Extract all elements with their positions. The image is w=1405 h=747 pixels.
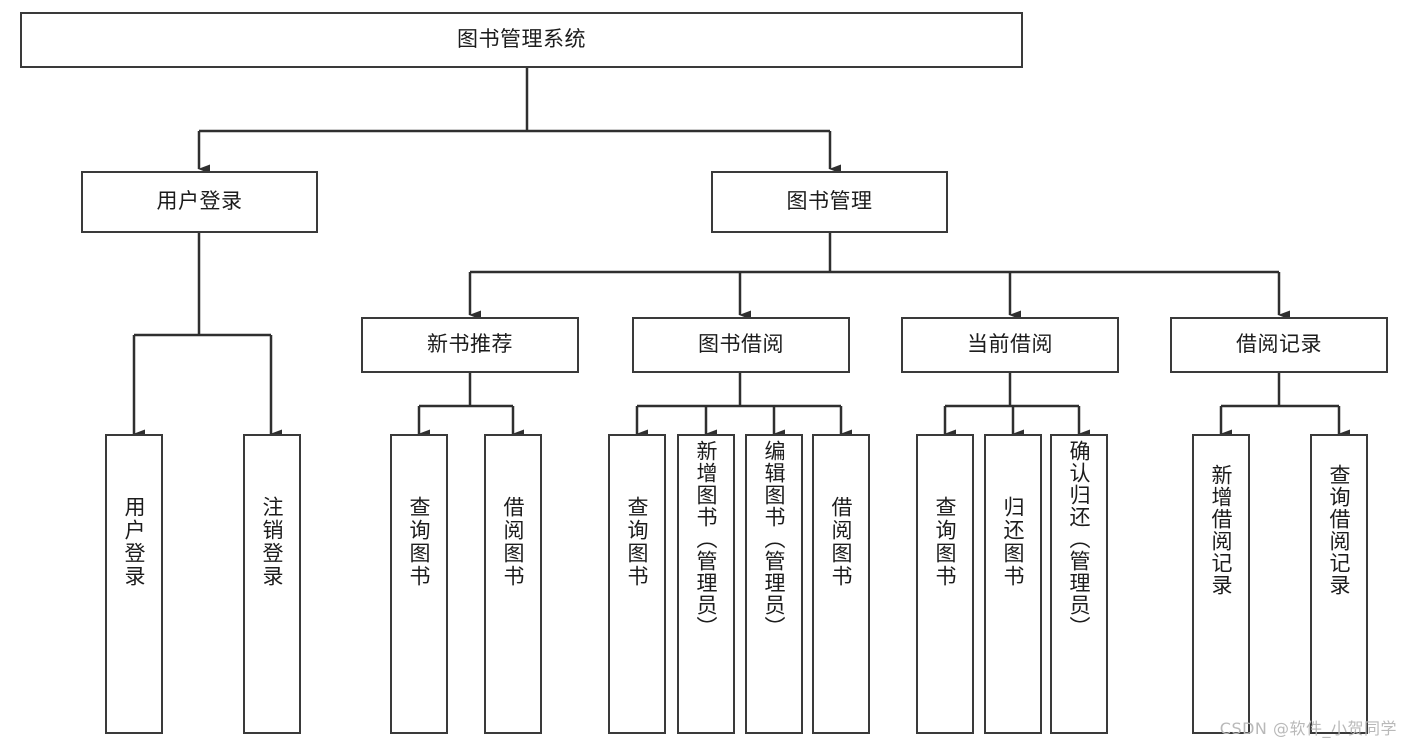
leaf-add-record[interactable]: 新增借阅记录: [1192, 434, 1250, 734]
leaf-confirm-return[interactable]: 确认归还（管理员）: [1050, 434, 1108, 734]
node-borrow-record-label: 借阅记录: [1236, 332, 1322, 357]
leaf-add-book-label: 新增图书（管理员）: [694, 440, 719, 638]
leaf-add-book[interactable]: 新增图书（管理员）: [677, 434, 735, 734]
leaf-add-record-label: 新增借阅记录: [1209, 464, 1234, 596]
node-book-borrow-label: 图书借阅: [698, 332, 784, 357]
leaf-query-record[interactable]: 查询借阅记录: [1310, 434, 1368, 734]
leaf-edit-book-label: 编辑图书（管理员）: [762, 440, 787, 638]
leaf-query-book-2-label: 查询图书: [625, 496, 650, 588]
leaf-borrow-book-1[interactable]: 借阅图书: [484, 434, 542, 734]
node-current-borrow[interactable]: 当前借阅: [901, 317, 1119, 373]
node-borrow-record[interactable]: 借阅记录: [1170, 317, 1388, 373]
node-root[interactable]: 图书管理系统: [20, 12, 1023, 68]
leaf-return-book-label: 归还图书: [1001, 496, 1026, 588]
node-book-borrow[interactable]: 图书借阅: [632, 317, 850, 373]
leaf-query-record-label: 查询借阅记录: [1327, 464, 1352, 596]
leaf-user-logout-label: 注销登录: [260, 496, 285, 588]
leaf-borrow-book-2[interactable]: 借阅图书: [812, 434, 870, 734]
node-new-book-recommend[interactable]: 新书推荐: [361, 317, 579, 373]
leaf-query-book-1[interactable]: 查询图书: [390, 434, 448, 734]
leaf-edit-book[interactable]: 编辑图书（管理员）: [745, 434, 803, 734]
node-root-label: 图书管理系统: [457, 27, 586, 52]
leaf-borrow-book-2-label: 借阅图书: [829, 496, 854, 588]
node-new-book-recommend-label: 新书推荐: [427, 332, 513, 357]
leaf-query-book-3-label: 查询图书: [933, 496, 958, 588]
leaf-user-login-label: 用户登录: [122, 496, 147, 588]
leaf-query-book-3[interactable]: 查询图书: [916, 434, 974, 734]
leaf-query-book-2[interactable]: 查询图书: [608, 434, 666, 734]
node-current-borrow-label: 当前借阅: [967, 332, 1053, 357]
node-user-login-label: 用户登录: [156, 189, 243, 214]
leaf-user-login[interactable]: 用户登录: [105, 434, 163, 734]
node-user-login[interactable]: 用户登录: [81, 171, 318, 233]
leaf-borrow-book-1-label: 借阅图书: [501, 496, 526, 588]
leaf-return-book[interactable]: 归还图书: [984, 434, 1042, 734]
watermark: CSDN @软件_小贺同学: [1219, 719, 1397, 738]
leaf-user-logout[interactable]: 注销登录: [243, 434, 301, 734]
leaf-query-book-1-label: 查询图书: [407, 496, 432, 588]
node-book-manage-label: 图书管理: [786, 189, 873, 214]
leaf-confirm-return-label: 确认归还（管理员）: [1067, 440, 1092, 638]
node-book-manage[interactable]: 图书管理: [711, 171, 948, 233]
